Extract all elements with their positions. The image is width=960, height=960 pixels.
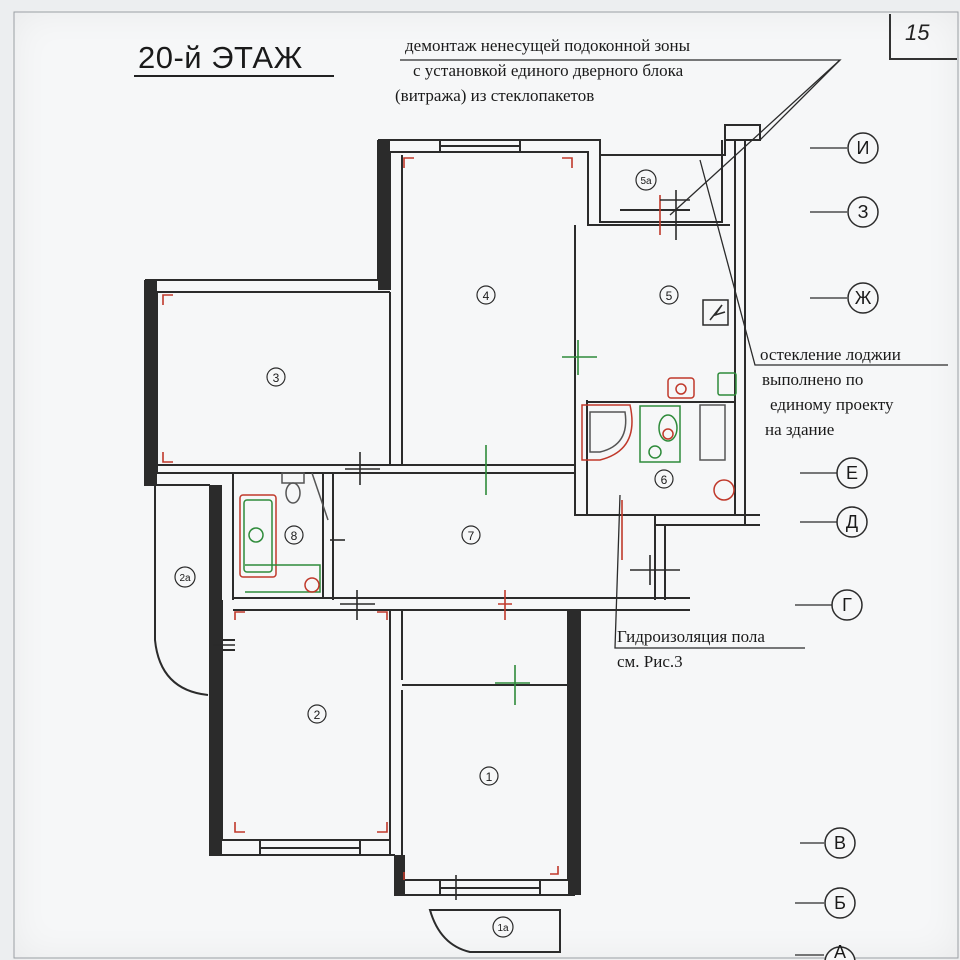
red-corner-marks bbox=[162, 157, 661, 880]
vent-icon bbox=[702, 299, 729, 326]
note-line: единому проекту bbox=[770, 395, 894, 414]
room-label: 6 bbox=[661, 473, 668, 487]
note-loggia-glazing: остекление лоджии выполнено по единому п… bbox=[760, 342, 901, 442]
axis-label: Д bbox=[846, 512, 858, 532]
axis-label: Е bbox=[846, 463, 858, 483]
room-marker-4 bbox=[476, 285, 496, 305]
room-label: 3 bbox=[273, 371, 280, 385]
floor-title: 20-й ЭТАЖ bbox=[138, 40, 303, 75]
room-marker-2a bbox=[174, 566, 196, 588]
door-marks bbox=[213, 190, 690, 900]
axis-bubble-G bbox=[831, 589, 863, 621]
bathroom-8-fixtures bbox=[239, 472, 329, 593]
note-line: (витража) из стеклопакетов bbox=[395, 86, 595, 105]
note-line: на здание bbox=[765, 420, 835, 439]
room-label: 8 bbox=[291, 529, 298, 543]
axis-label: З bbox=[858, 202, 869, 222]
title-underline bbox=[134, 75, 334, 77]
room-marker-1a bbox=[492, 916, 514, 938]
axis-bubble-Z bbox=[847, 196, 879, 228]
axis-bubble-Zh bbox=[847, 282, 879, 314]
note-line: см. Рис.3 bbox=[617, 652, 683, 671]
note-line: с установкой единого дверного блока bbox=[413, 61, 684, 80]
note-line: Гидроизоляция пола bbox=[617, 627, 765, 646]
room-marker-5a bbox=[635, 169, 657, 191]
axis-bubble-V bbox=[824, 827, 856, 859]
axis-leaders bbox=[795, 147, 847, 956]
axis-label: А bbox=[834, 942, 846, 960]
room-marker-6 bbox=[654, 469, 674, 489]
room-marker-1 bbox=[479, 766, 499, 786]
room-label: 1а bbox=[497, 923, 509, 934]
note-line: остекление лоджии bbox=[760, 345, 901, 364]
page-number: 15 bbox=[905, 20, 930, 45]
room-marker-7 bbox=[461, 525, 481, 545]
axis-label: Ж bbox=[855, 288, 872, 308]
axis-circles bbox=[824, 132, 879, 960]
room-marker-2 bbox=[307, 704, 327, 724]
axis-label: В bbox=[834, 833, 846, 853]
note-line: демонтаж ненесущей подоконной зоны bbox=[405, 36, 691, 55]
axis-bubble-A bbox=[824, 946, 856, 960]
axis-label: Г bbox=[842, 595, 852, 615]
axis-labels: И З Ж Е Д Г В Б А bbox=[834, 138, 872, 960]
room-marker-3 bbox=[266, 367, 286, 387]
axis-bubble-D bbox=[836, 506, 868, 538]
room-label: 7 bbox=[468, 529, 475, 543]
axis-bubble-E bbox=[836, 457, 868, 489]
note-floor-waterproofing: Гидроизоляция пола см. Рис.3 bbox=[617, 624, 765, 674]
bathroom-6-fixtures bbox=[581, 372, 737, 501]
room-circles bbox=[174, 169, 679, 938]
room-label: 4 bbox=[483, 289, 490, 303]
sheet-border bbox=[13, 11, 959, 959]
walls bbox=[144, 124, 761, 953]
room-label: 2 bbox=[314, 708, 321, 722]
axis-label: И bbox=[857, 138, 870, 158]
room-label: 5а bbox=[640, 176, 652, 187]
axis-bubble-I bbox=[847, 132, 879, 164]
room-labels: 1 2 2а 3 4 5 5а 6 7 8 1а bbox=[179, 176, 672, 934]
room-marker-5 bbox=[659, 285, 679, 305]
axis-label: Б bbox=[834, 893, 846, 913]
room-marker-8 bbox=[284, 525, 304, 545]
note-window-demolition: демонтаж ненесущей подоконной зоны с уст… bbox=[395, 33, 690, 108]
room-label: 5 bbox=[666, 289, 673, 303]
room-label: 1 bbox=[486, 770, 493, 784]
green-marks bbox=[485, 340, 597, 705]
note-line: выполнено по bbox=[762, 370, 864, 389]
room-label: 2а bbox=[179, 573, 191, 584]
page-number-frame bbox=[889, 14, 957, 60]
leader-lines bbox=[400, 59, 948, 649]
wall-fills bbox=[145, 124, 761, 895]
axis-bubble-B bbox=[824, 887, 856, 919]
